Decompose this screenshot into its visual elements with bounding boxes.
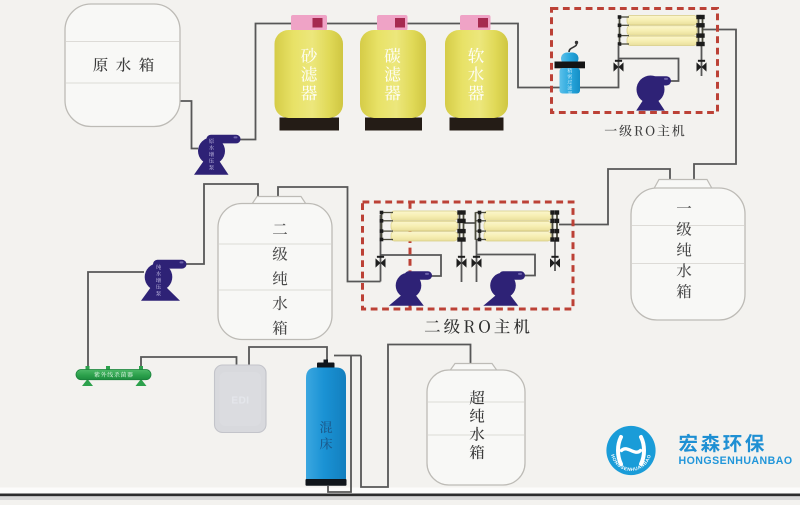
uv-sterilizer-label: 紫外线杀菌器 (94, 371, 133, 378)
sand-filter-vessel (274, 15, 343, 131)
pipe-ro2-pump2-line (476, 253, 536, 277)
raw-water-pump: 原水增压泵 (194, 134, 241, 175)
raw-water-tank (64, 3, 181, 128)
mixed-bed-column: 混床 (305, 359, 347, 486)
pipe-mixbed-to-upw-tank (360, 343, 472, 488)
edi-label: EDI (231, 396, 249, 407)
stage2-pure-water-tank (217, 195, 333, 341)
edi-module: EDI (213, 364, 267, 434)
bottom-border-strip (0, 487, 800, 500)
pipe-uv-to-edi (140, 356, 238, 369)
stage2-ro-pump-2 (483, 271, 525, 306)
pipe-ro2-product (559, 168, 671, 226)
logo-name-en: HONGSENHUANBAO (679, 455, 793, 467)
pipe-mixbed-bypass (327, 355, 352, 493)
pipe-uv-to-pump2 (87, 271, 144, 370)
uv-sterilizer: 紫外线杀菌器 (75, 366, 152, 386)
svg-text:超纯水箱: 超纯水箱 (470, 392, 502, 402)
pipe-ro2-pump1-line (380, 254, 442, 277)
stage1-ro-pump (636, 75, 671, 111)
stage2-ro-box (361, 200, 575, 311)
pipe-pump2-to-tank2 (186, 183, 259, 265)
pure-water-pump: 纯水增压泵 (0, 0, 187, 301)
valve-icon-6 (550, 255, 560, 268)
valve-icon-2 (696, 59, 707, 72)
pipe-tank2-to-ro2 (277, 186, 381, 283)
pipe-ro1-product (693, 28, 737, 180)
stage2-ro-pump-1 (388, 271, 432, 306)
valve-icon-1 (613, 59, 624, 72)
pipe-edi-to-mixbed (248, 346, 328, 365)
stage2-ro-membranes-bank2 (474, 210, 560, 242)
carbon-filter-vessel (360, 15, 426, 131)
svg-text:精密过滤器: 精密过滤器 (560, 72, 600, 82)
stage1-ro-box (550, 7, 719, 114)
precision-filter: 精密过滤器 (554, 40, 600, 96)
svg-text:纯水增压泵: 纯水增压泵 (0, 0, 40, 2)
pipe-rawtank-to-pump1 (180, 100, 198, 150)
svg-text:一级纯水箱: 一级纯水箱 (677, 207, 717, 217)
brand-logo: HONGSENHUANBAO宏森环保HONGSENHUANBAO (606, 425, 793, 476)
pipe-ro1-pump-line (618, 57, 680, 82)
stage1-ro-membranes (617, 14, 705, 47)
valve-icon-3 (375, 255, 386, 268)
stage1-pure-water-tank (630, 178, 746, 321)
valve-icon-4 (456, 255, 467, 268)
valve-icon-5 (471, 255, 482, 268)
ultra-pure-water-tank (426, 362, 526, 486)
stage2-ro-membranes-bank1 (379, 210, 466, 242)
